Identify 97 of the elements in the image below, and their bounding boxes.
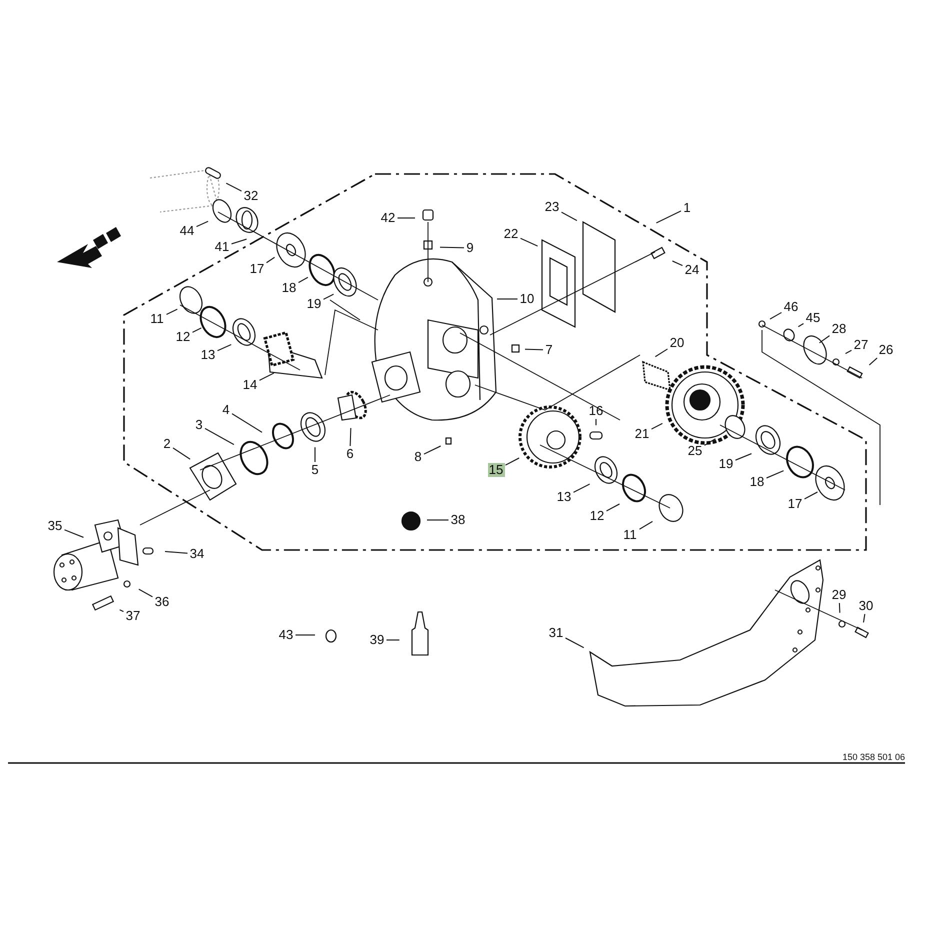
callout-number: 10: [518, 292, 536, 306]
callout-number: 6: [345, 447, 355, 461]
callout-number: 7: [544, 343, 554, 357]
leader-line: [845, 350, 852, 354]
leader-line: [804, 492, 818, 500]
callout-number: 13: [556, 490, 572, 504]
leader-line: [573, 484, 590, 493]
callout-number: 18: [748, 475, 766, 489]
leader-line: [440, 246, 464, 248]
callout-number: 4: [221, 403, 231, 417]
leader-line: [314, 446, 316, 462]
callout-number: 26: [878, 343, 894, 357]
leader-line: [561, 212, 578, 222]
callout-number: 35: [46, 519, 64, 533]
callout-number: 29: [830, 588, 848, 602]
leader-line: [863, 614, 866, 623]
leader-line: [259, 372, 274, 381]
leader-line: [64, 529, 84, 538]
leader-line: [323, 294, 334, 300]
callout-number: 11: [148, 312, 166, 326]
callout-number: 13: [200, 348, 216, 362]
callout-number: 22: [502, 227, 520, 241]
leader-line: [651, 422, 663, 430]
callout-number: 19: [306, 297, 322, 311]
leader-line: [496, 298, 518, 300]
callout-number: 24: [684, 263, 700, 277]
leader-line: [520, 238, 538, 247]
leader-line: [672, 260, 683, 266]
callout-number: 36: [154, 595, 170, 609]
leader-line: [119, 609, 124, 612]
leader-line: [656, 210, 682, 224]
leader-line: [424, 446, 442, 455]
callout-number: 30: [858, 599, 874, 613]
callout-number: 17: [786, 497, 804, 511]
callout-number: 17: [248, 262, 266, 276]
leader-line: [172, 447, 191, 460]
leader-line: [704, 438, 716, 446]
callout-number: 5: [310, 463, 320, 477]
callout-number: 42: [380, 211, 396, 225]
callout-number: 44: [178, 224, 196, 238]
callout-number: 43: [278, 628, 294, 642]
callout-number: 12: [174, 330, 192, 344]
leader-line: [868, 358, 878, 366]
callout-number: 9: [465, 241, 475, 255]
callout-number: 18: [280, 281, 298, 295]
drawing-number: 150 358 501 06: [842, 752, 905, 762]
leader-line: [204, 428, 234, 446]
leader-line: [166, 308, 178, 315]
callout-number: 34: [188, 547, 206, 561]
leader-line: [770, 312, 782, 320]
callout-number: 23: [544, 200, 560, 214]
leader-line: [766, 470, 784, 478]
leader-line: [295, 634, 316, 636]
leader-line: [217, 344, 232, 352]
leader-line: [524, 348, 544, 350]
callout-number: 12: [588, 509, 606, 523]
leader-line: [138, 588, 153, 598]
leader-line: [164, 551, 188, 554]
callout-number: 14: [242, 378, 258, 392]
leader-line: [266, 256, 276, 264]
callout-number: 39: [368, 633, 386, 647]
callout-number: 32: [242, 189, 260, 203]
callout-number: 28: [830, 322, 848, 336]
leader-line: [639, 520, 653, 530]
leader-line: [654, 348, 668, 358]
callout-number: 31: [548, 626, 564, 640]
leader-line: [192, 327, 202, 333]
leader-line: [298, 276, 308, 284]
callout-number: 2: [162, 437, 172, 451]
callout-number: 46: [782, 300, 800, 314]
leader-line: [226, 182, 242, 192]
callout-number: 27: [852, 338, 870, 352]
leader-line: [505, 458, 520, 466]
callout-number: 8: [413, 450, 423, 464]
callout-number: 25: [686, 444, 704, 458]
callout-number: 11: [622, 528, 638, 542]
leader-line: [838, 602, 840, 614]
callout-number: 19: [718, 457, 734, 471]
leader-line: [565, 638, 584, 648]
callout-number: 1: [682, 201, 692, 215]
callout-number: 16: [588, 404, 604, 418]
leader-line: [735, 453, 752, 461]
leader-line: [196, 220, 209, 228]
leader-line: [798, 323, 804, 328]
callout-number: 20: [668, 336, 686, 350]
leader-line: [231, 238, 248, 244]
callout-number: 41: [214, 240, 230, 254]
callout-number: 3: [194, 418, 204, 432]
leader-line: [232, 413, 262, 433]
leader-line: [350, 428, 352, 446]
leader-line: [606, 504, 620, 512]
callout-number: 21: [634, 427, 650, 441]
callout-number: 15: [488, 463, 504, 477]
leader-line: [818, 335, 830, 344]
callout-number: 38: [450, 513, 466, 527]
callout-number: 45: [804, 311, 822, 325]
callout-number: 37: [124, 609, 142, 623]
